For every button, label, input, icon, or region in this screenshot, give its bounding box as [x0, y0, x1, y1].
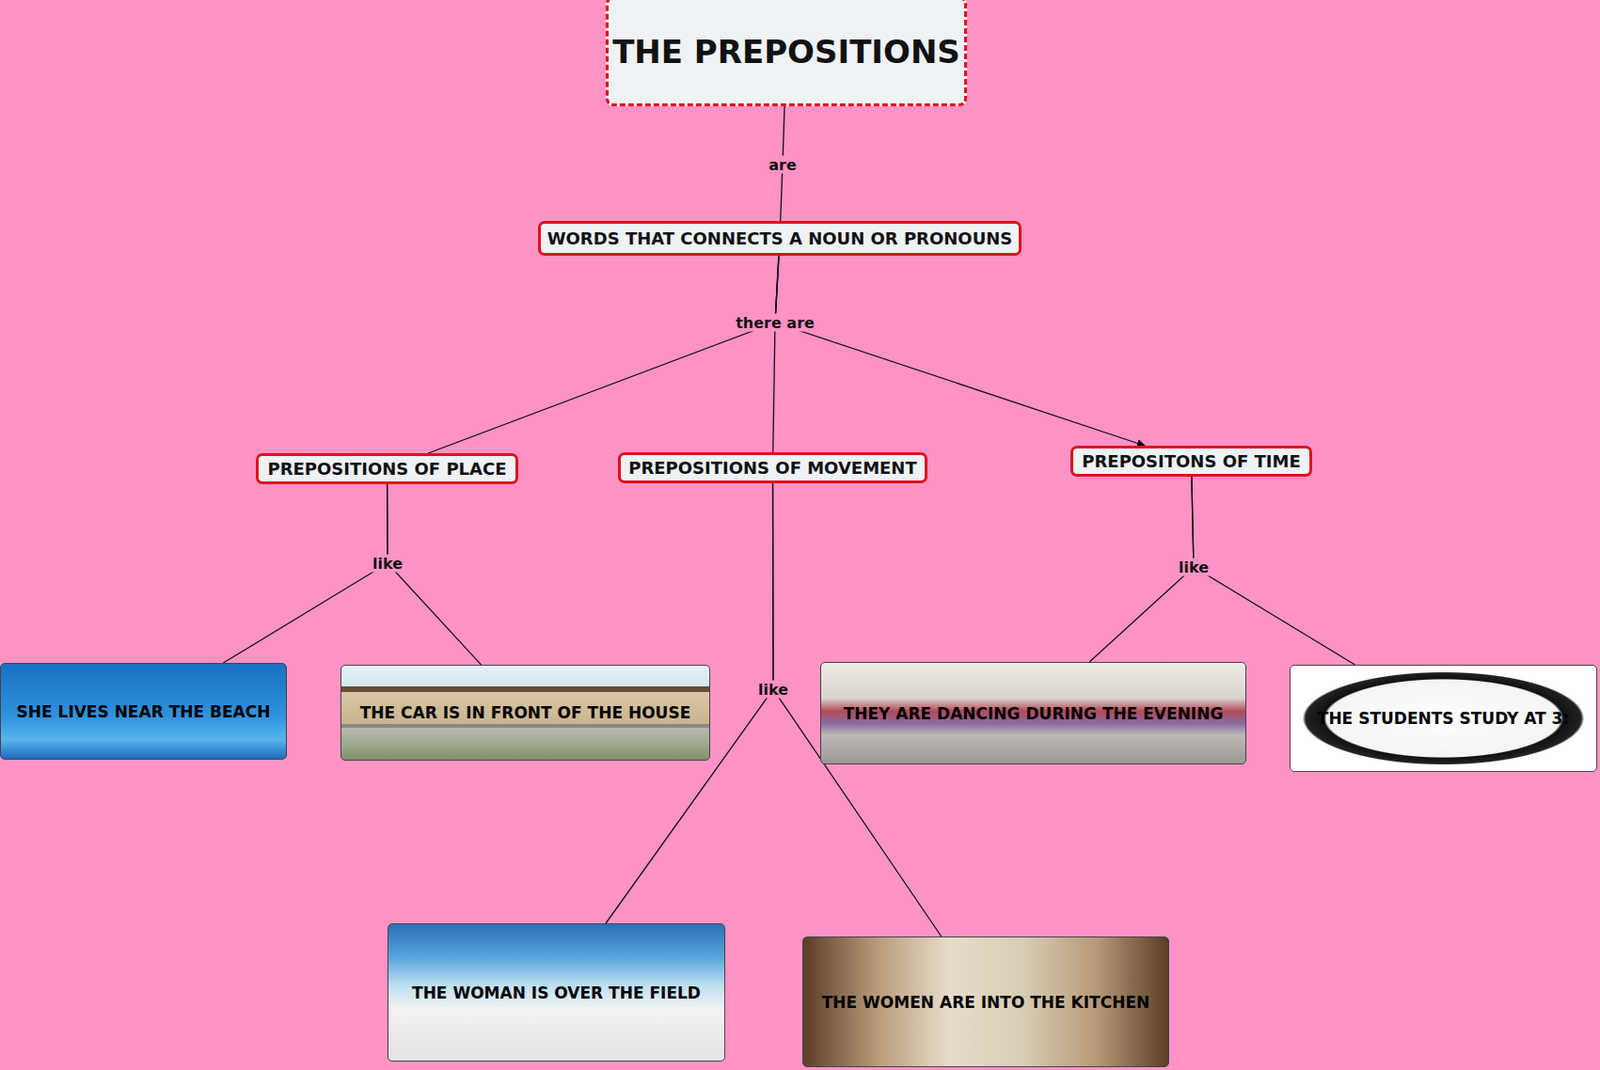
example-image-box: THEY ARE DANCING DURING THE EVENING	[820, 662, 1247, 765]
concept-box: PREPOSITIONS OF PLACE	[255, 453, 519, 485]
example-sentence: THE STUDENTS STUDY AT 3:	[1317, 709, 1569, 729]
node-text-group: THE WOMAN IS OVER THE FIELD	[411, 983, 701, 1003]
node-text-group: SHE LIVES NEAR THE BEACH	[16, 702, 271, 722]
example-sentence: THEY ARE DANCING DURING THE EVENING	[843, 704, 1224, 724]
linking-phrase: there are	[731, 314, 819, 333]
node-text-group: THEY ARE DANCING DURING THE EVENING	[843, 704, 1224, 724]
concept-box: WORDS THAT CONNECTS A NOUN OR PRONOUNS	[538, 221, 1022, 256]
linking-phrase: are	[764, 156, 801, 175]
node-text-group: THE CAR IS IN FRONT OF THE HOUSE	[360, 703, 692, 723]
node-text-group: PREPOSITIONS OF PLACE	[267, 459, 507, 479]
example-image-box: THE CAR IS IN FRONT OF THE HOUSE	[340, 665, 711, 761]
node-text-group: THE WOMEN ARE INTO THE KITCHEN	[822, 993, 1151, 1013]
node-text-group: PREPOSITONS OF TIME	[1081, 451, 1300, 472]
example-sentence: THE WOMEN ARE INTO THE KITCHEN	[822, 993, 1151, 1013]
example-sentence: THE WOMAN IS OVER THE FIELD	[411, 983, 701, 1003]
node-label: PREPOSITIONS OF MOVEMENT	[628, 458, 917, 478]
connector-line	[387, 484, 482, 666]
concept-box: PREPOSITONS OF TIME	[1070, 445, 1313, 477]
connector-line	[427, 255, 779, 454]
example-sentence: SHE LIVES NEAR THE BEACH	[16, 702, 271, 722]
linking-phrase: like	[1174, 558, 1213, 577]
node-label: WORDS THAT CONNECTS A NOUN OR PRONOUNS	[547, 228, 1014, 249]
linking-phrase: like	[368, 554, 407, 573]
example-image-box: SHE LIVES NEAR THE BEACH	[0, 663, 287, 761]
connector-line	[773, 255, 779, 453]
connector-line	[1191, 476, 1356, 666]
node-label: THE PREPOSITIONS	[612, 32, 961, 71]
example-image-box: THE STUDENTS STUDY AT 3:	[1289, 665, 1598, 773]
example-image-box: THE WOMEN ARE INTO THE KITCHEN	[802, 936, 1170, 1068]
title-box: THE PREPOSITIONS	[605, 0, 967, 107]
concept-box: PREPOSITIONS OF MOVEMENT	[617, 452, 928, 484]
node-text-group: THE PREPOSITIONS	[612, 32, 961, 71]
example-sentence: THE CAR IS IN FRONT OF THE HOUSE	[360, 703, 692, 723]
connector-line	[775, 255, 1145, 446]
node-text-group: PREPOSITIONS OF MOVEMENT	[628, 458, 917, 478]
node-label: PREPOSITONS OF TIME	[1081, 451, 1300, 472]
connector-line	[222, 484, 388, 664]
node-label: PREPOSITIONS OF PLACE	[267, 459, 507, 479]
node-text-group: WORDS THAT CONNECTS A NOUN OR PRONOUNS	[547, 228, 1014, 249]
linking-phrase: like	[754, 681, 793, 699]
example-image-box: THE WOMAN IS OVER THE FIELD	[387, 923, 726, 1062]
node-text-group: THE STUDENTS STUDY AT 3:	[1317, 709, 1569, 729]
